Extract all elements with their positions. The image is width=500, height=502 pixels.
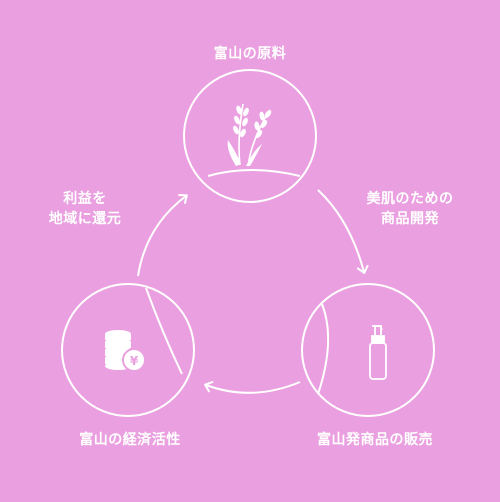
node-left-circle [61,283,195,417]
edge-top-right-label: 美肌のための 商品開発 [340,189,480,229]
edge-left-top-line1: 利益を [63,191,107,207]
pump-bottle-icon [369,325,387,380]
edge-left-top-label: 利益を 地域に還元 [20,189,150,229]
node-right-arc-line [317,303,330,395]
svg-text:¥: ¥ [130,354,139,368]
node-right-circle [301,283,435,417]
arrow-left-to-top [137,194,188,277]
node-right [301,283,435,417]
node-top-ground-line [207,169,301,177]
node-left: ¥ [61,283,195,417]
node-top [183,69,317,203]
node-top-circle [183,69,317,203]
arrow-top-to-right [317,189,369,274]
arrow-right-to-left [204,381,301,394]
edge-left-top-line2: 地域に還元 [48,211,122,227]
rice-plant-icon [227,103,272,167]
node-right-label: 富山発商品の販売 [317,432,433,448]
node-left-label: 富山の経済活性 [79,432,181,448]
edge-top-right-line2: 商品開発 [381,211,439,227]
node-left-arc-line [145,287,183,375]
edge-top-right-line1: 美肌のための [366,191,454,207]
yen-coins-icon: ¥ [105,330,146,372]
node-top-label: 富山の原料 [213,46,287,62]
